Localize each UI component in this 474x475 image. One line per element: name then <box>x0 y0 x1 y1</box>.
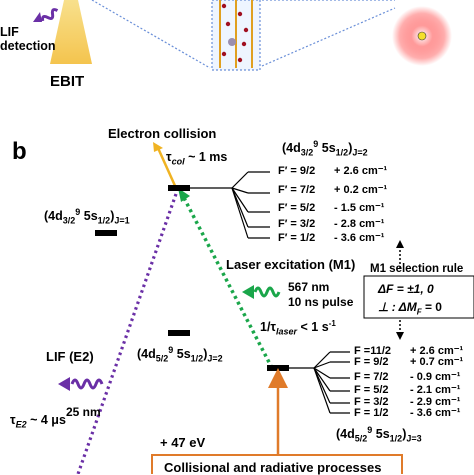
laser-photon-icon <box>253 286 281 298</box>
upper-level-4: F′ = 1/2 <box>278 232 316 244</box>
laser-excitation-label: Laser excitation (M1) <box>226 257 356 272</box>
tau-col-label: τcol ~ 1 ms <box>166 150 228 167</box>
process-box <box>151 454 403 474</box>
upper-level-0: F′ = 9/2 <box>278 165 316 177</box>
energy-offset-label: + 47 eV <box>160 435 206 450</box>
lif-detection-label: LIF <box>0 25 19 39</box>
ebit-beam <box>50 0 92 64</box>
panel-label-b: b <box>12 138 27 165</box>
upper-level-3: F′ = 3/2 <box>278 218 316 230</box>
process-box-label: Collisional and radiative processes <box>164 460 382 475</box>
upper-level-2-energy: - 1.5 cm⁻¹ <box>334 202 385 214</box>
lower-level-1-energy: + 0.7 cm⁻¹ <box>410 356 464 368</box>
lower-level-5: F = 1/2 <box>354 407 389 419</box>
lower-level-3: F = 5/2 <box>354 384 389 396</box>
electron-collision-arrow <box>156 147 178 189</box>
selection-rule-line1: ΔF = ±1, 0 <box>378 282 434 296</box>
arrow-tip-top-icon <box>33 12 42 22</box>
level-4d52-j2 <box>168 330 190 336</box>
upper-level-4-energy: - 3.6 cm⁻¹ <box>334 232 385 244</box>
state-4d32-j2-label: (4d3/29 5s1/2)J=2 <box>282 139 368 158</box>
lower-level-0: F =11/2 <box>354 345 392 357</box>
electron-arrow-head-icon <box>153 142 163 152</box>
lif-photon-icon <box>70 378 104 390</box>
lower-level-1: F = 9/2 <box>354 356 389 368</box>
state-4d52-j3-label: (4d5/29 5s1/2)J=3 <box>336 425 422 444</box>
dotted-connector-left <box>91 0 211 69</box>
selection-rule-box <box>363 275 474 319</box>
selection-rule-title: M1 selection rule <box>370 263 464 275</box>
laser-wavelength-label: 567 nm <box>288 280 330 294</box>
upper-level-2: F′ = 5/2 <box>278 202 316 214</box>
upper-level-1: F′ = 7/2 <box>278 184 316 196</box>
laser-pulse-label: 10 ns pulse <box>288 295 354 309</box>
upper-level-1-energy: + 0.2 cm⁻¹ <box>334 184 388 196</box>
lower-level-5-energy: - 3.6 cm⁻¹ <box>410 407 461 419</box>
selection-rule-line2: ⊥ : ΔMF = 0 <box>378 300 442 317</box>
lif-e2-path <box>76 193 178 474</box>
lower-level-3-energy: - 2.1 cm⁻¹ <box>410 384 461 396</box>
state-4d52-j2-label: (4d5/29 5s1/2)J=2 <box>137 345 223 364</box>
level-4d52-j3 <box>267 365 289 371</box>
level-4d32-j2 <box>168 185 190 191</box>
laser-excitation-path <box>181 195 274 369</box>
laser-arrow-head-icon <box>178 188 190 202</box>
lif-detection-label-2: detection <box>0 39 56 53</box>
tau-e2-label: τE2 ~ 4 μs <box>10 413 66 430</box>
lower-level-4-energy: - 2.9 cm⁻¹ <box>410 396 461 408</box>
upper-level-3-energy: - 2.8 cm⁻¹ <box>334 218 385 230</box>
lower-level-4: F = 3/2 <box>354 396 389 408</box>
lif-e2-label: LIF (E2) <box>46 349 94 364</box>
lower-level-2: F = 7/2 <box>354 371 389 383</box>
wavy-photon-top-icon <box>41 8 59 22</box>
lower-level-0-energy: + 2.6 cm⁻¹ <box>410 345 464 357</box>
ebit-label: EBIT <box>50 73 85 90</box>
level-4d32-j1 <box>95 230 117 236</box>
upper-level-0-energy: + 2.6 cm⁻¹ <box>334 165 388 177</box>
lower-level-2-energy: - 0.9 cm⁻¹ <box>410 371 461 383</box>
state-4d32-j1-label: (4d3/29 5s1/2)J=1 <box>44 207 130 226</box>
ion-dot <box>417 31 427 41</box>
top-panel <box>33 0 452 71</box>
lif-wavelength-label: 25 nm <box>66 405 101 419</box>
electron-collision-label: Electron collision <box>108 126 217 141</box>
laser-rate-label: 1/τlaser < 1 s-1 <box>260 319 336 337</box>
